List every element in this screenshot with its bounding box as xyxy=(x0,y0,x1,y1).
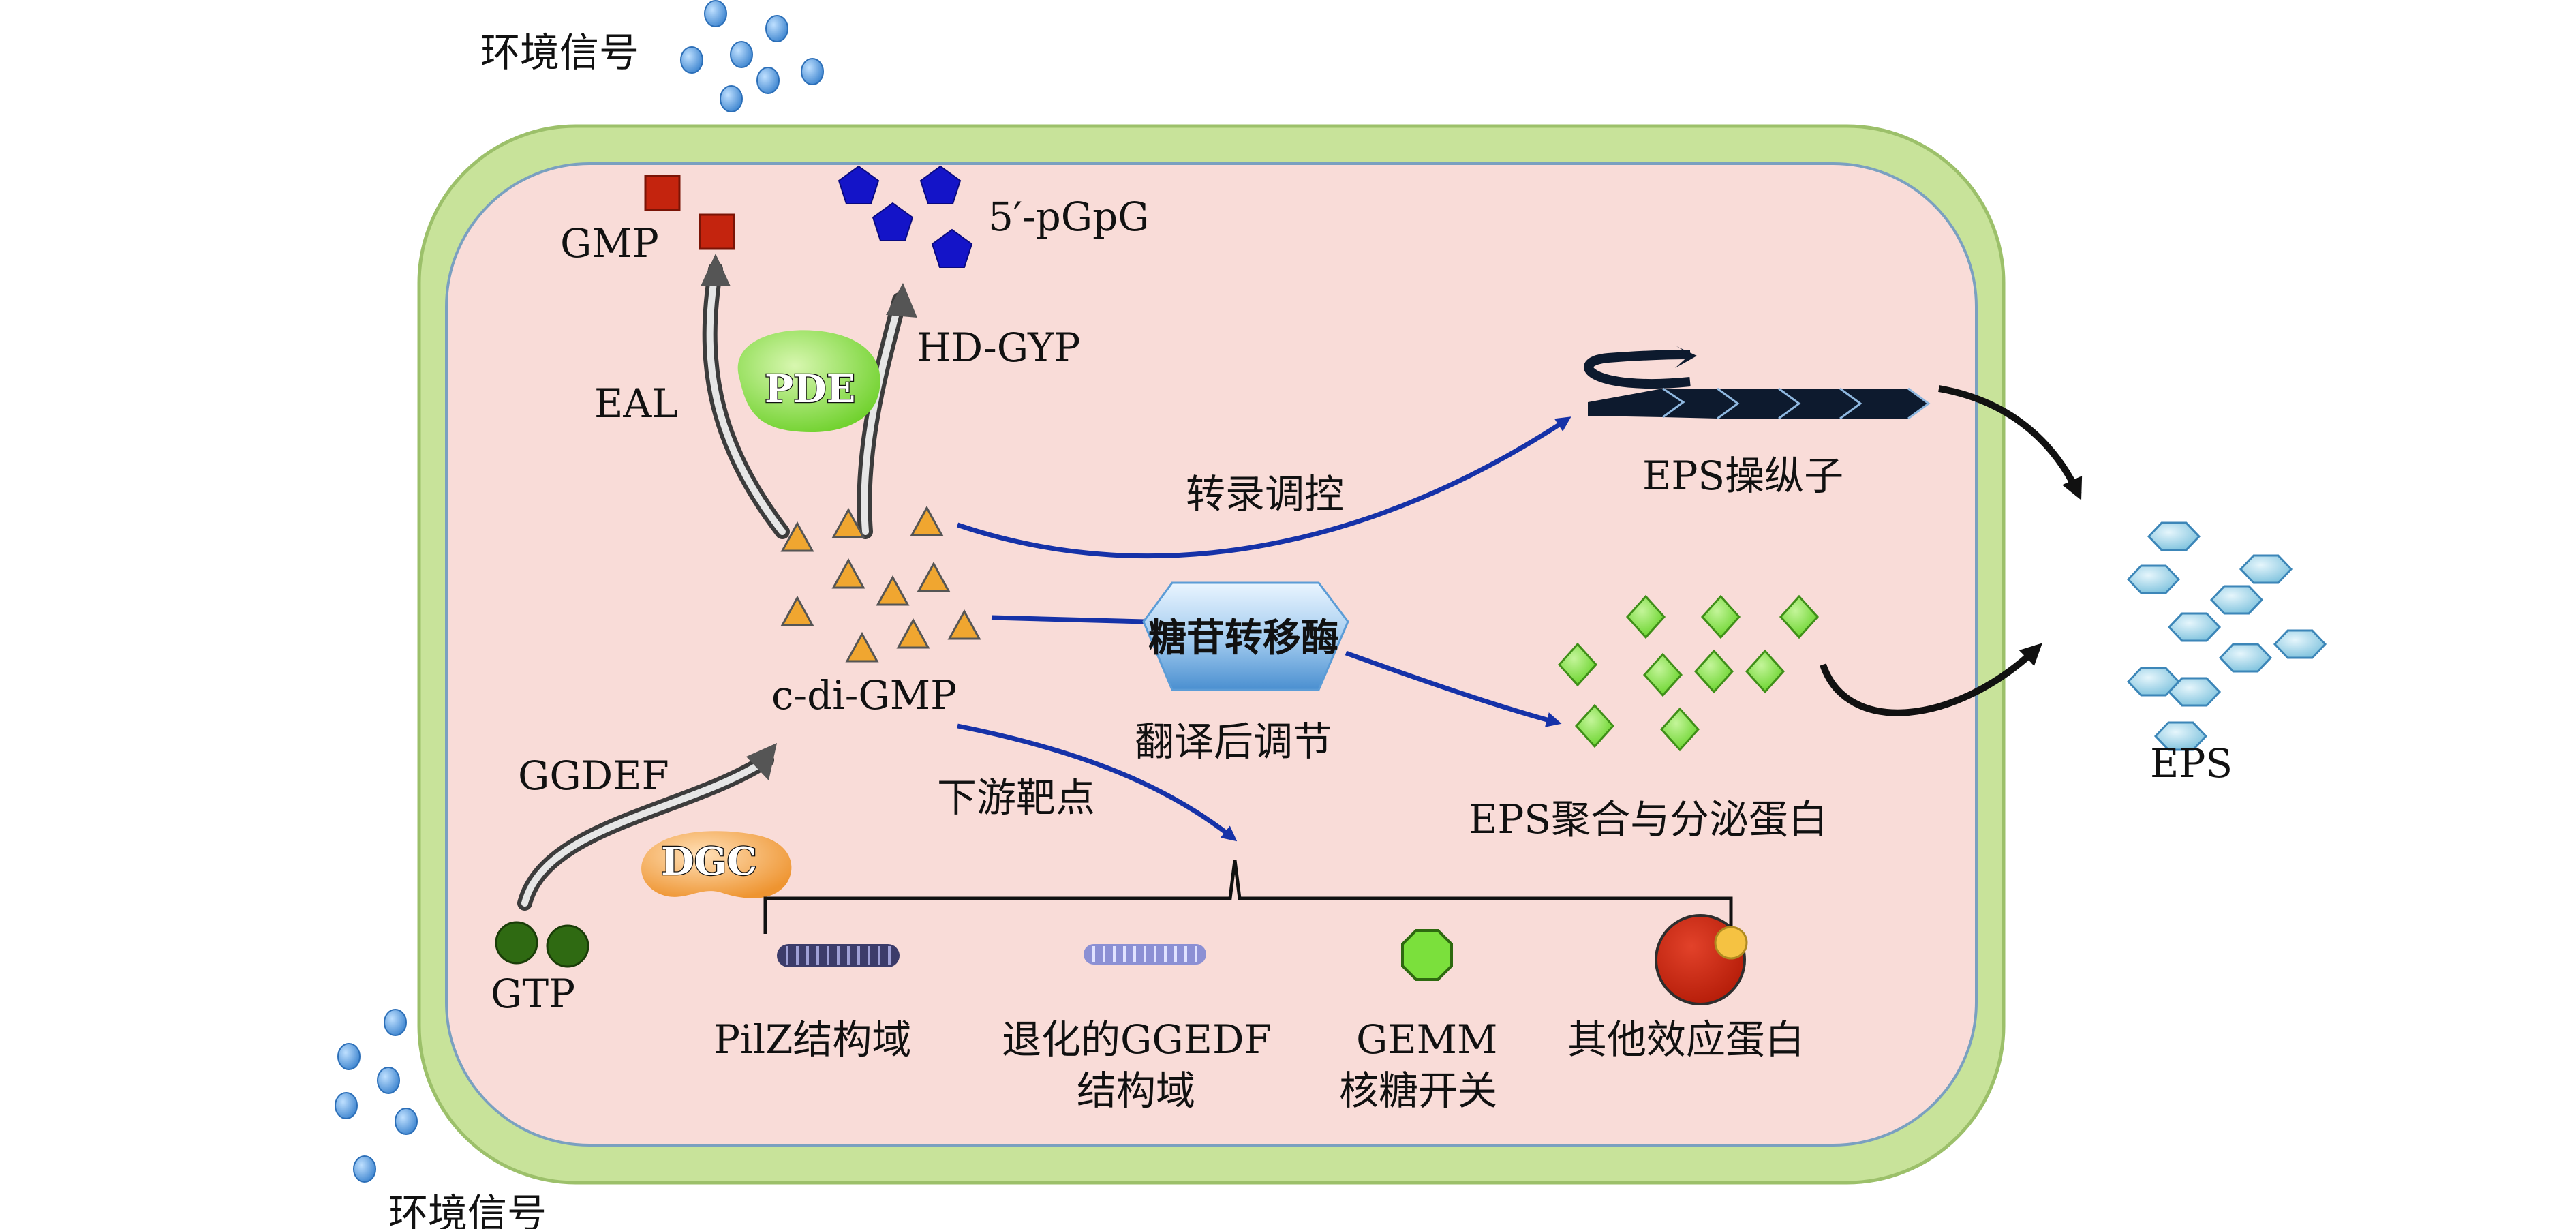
eps-hexagons xyxy=(2126,521,2327,751)
pde-label: PDE xyxy=(765,367,855,412)
other-effector-glyph xyxy=(1655,914,1748,1005)
posttranslational-arrow xyxy=(1345,650,1562,727)
gemm-label-2: 核糖开关 xyxy=(1339,1067,1497,1114)
env-signal-label-bottom: 环境信号 xyxy=(388,1190,547,1229)
env-signal-dots-bottom xyxy=(335,1009,418,1183)
degenerate-ggedf-glyph xyxy=(1084,944,1206,965)
eal-label: EAL xyxy=(594,380,678,427)
eps-polymerase-label: EPS聚合与分泌蛋白 xyxy=(1469,796,1828,843)
gtp-molecules xyxy=(495,921,589,968)
cdigmp-label: c-di-GMP xyxy=(771,672,957,718)
ggdef-label: GGDEF xyxy=(518,753,669,799)
dgc-label: DGC xyxy=(661,839,757,884)
pgpg-pentagons xyxy=(838,165,973,268)
env-signal-label-top: 环境信号 xyxy=(480,29,639,76)
pilz-domain-glyph xyxy=(777,944,900,967)
dgc-enzyme: DGC xyxy=(641,831,792,898)
gemm-riboswitch-glyph xyxy=(1401,929,1453,981)
eps-operon xyxy=(1584,346,1931,420)
glycosyltransferase-arrow-in xyxy=(991,615,1146,624)
downstream-arrow xyxy=(957,723,1238,842)
gmp-label: GMP xyxy=(560,220,659,267)
glycosyltransferase-label: 糖苷转移酶 xyxy=(1148,616,1339,661)
degenerate-ggedf-label-2: 结构域 xyxy=(1077,1067,1195,1114)
degenerate-ggedf-label-1: 退化的GGEDF xyxy=(1002,1016,1272,1063)
transcription-arrow xyxy=(956,416,1571,559)
eps-polymerase-diamonds xyxy=(1557,594,1820,752)
pilz-label: PilZ结构域 xyxy=(714,1016,911,1063)
pde-enzyme: PDE xyxy=(737,330,880,433)
gmp-squares xyxy=(644,175,735,250)
eal-arrow xyxy=(701,254,790,539)
ggdef-arrow xyxy=(517,743,777,911)
transcription-label: 转录调控 xyxy=(1186,471,1344,517)
eps-operon-label: EPS操纵子 xyxy=(1642,453,1843,499)
glycosyltransferase: 糖苷转移酶 xyxy=(1142,581,1349,691)
downstream-label: 下游靶点 xyxy=(937,774,1095,821)
operon-to-eps-arrow xyxy=(1938,385,2083,500)
polymerase-to-eps-arrow xyxy=(1820,643,2042,716)
hdgyp-label: HD-GYP xyxy=(917,324,1080,371)
cdigmp-triangles xyxy=(780,505,981,663)
gemm-label-1: GEMM xyxy=(1356,1016,1497,1063)
pgpg-label: 5′-pGpG xyxy=(988,194,1150,240)
downstream-bracket xyxy=(763,860,1733,934)
posttranslational-label: 翻译后调节 xyxy=(1135,718,1332,765)
eps-label: EPS xyxy=(2150,740,2233,787)
other-effector-label: 其他效应蛋白 xyxy=(1567,1016,1805,1063)
env-signal-dots-top xyxy=(680,0,824,112)
gtp-label: GTP xyxy=(491,971,575,1017)
